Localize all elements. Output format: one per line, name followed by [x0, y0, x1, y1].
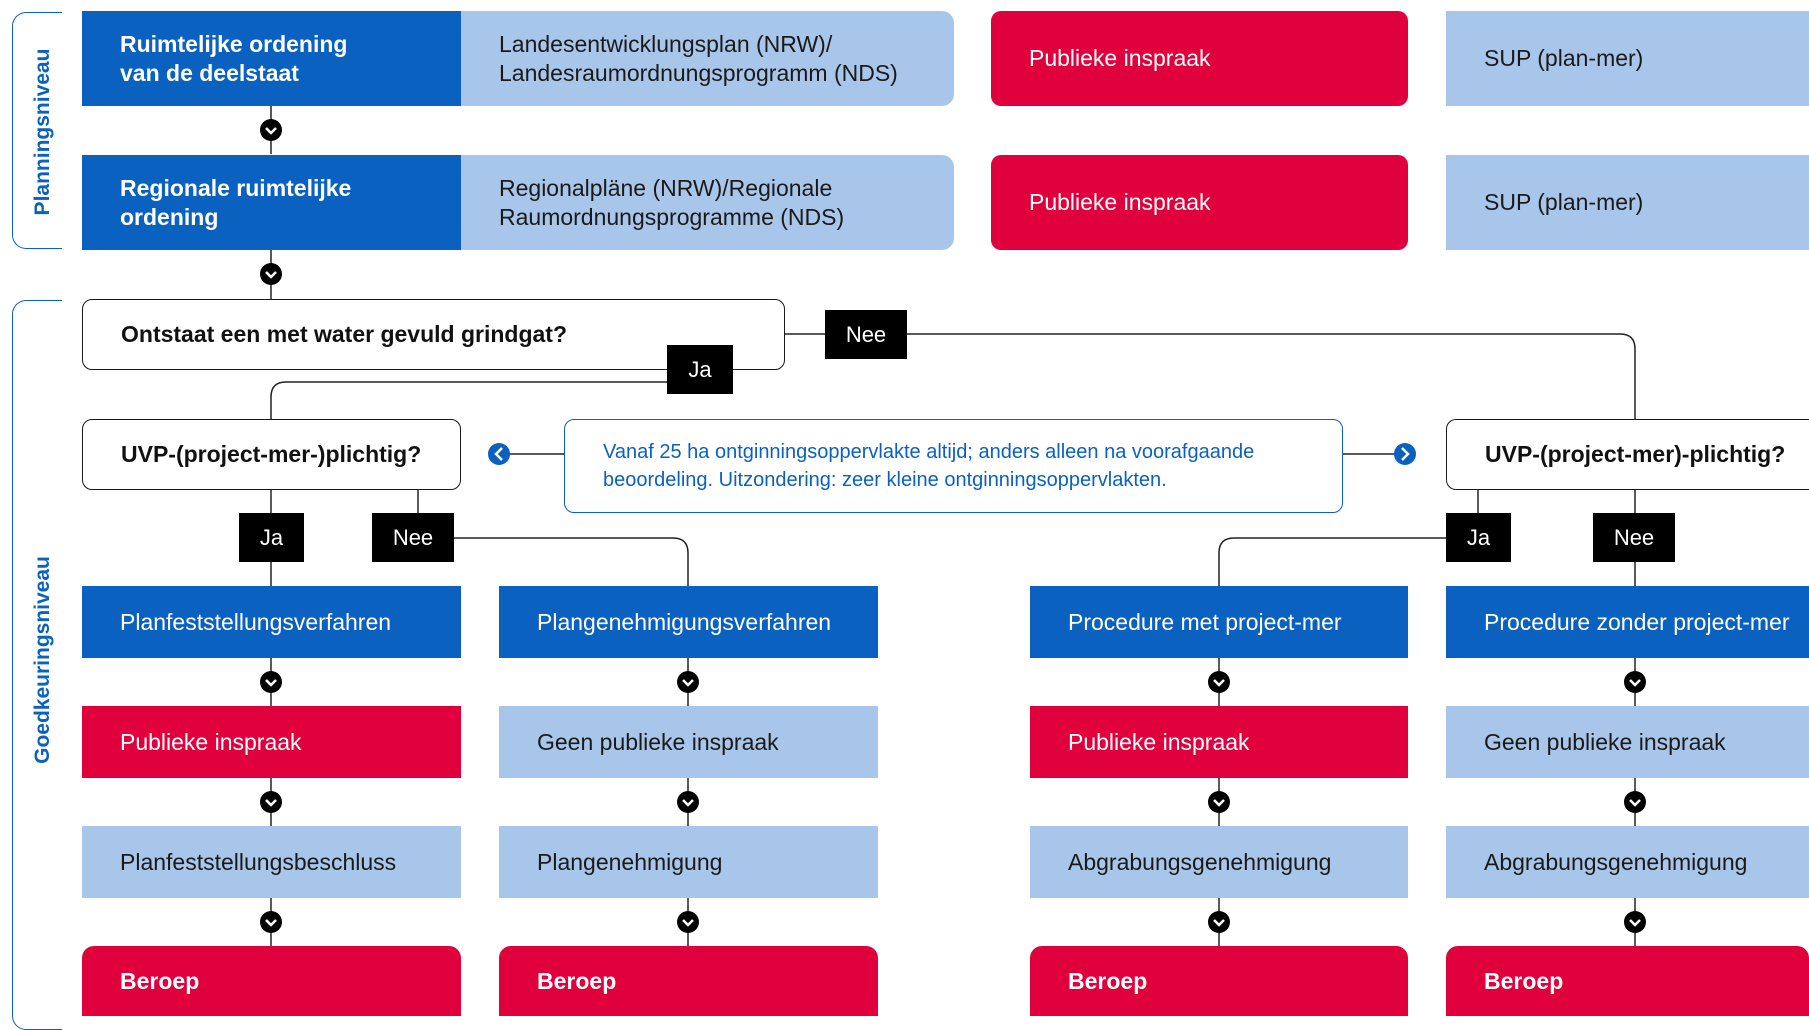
chevron-down-icon: [260, 263, 282, 285]
chevron-down-icon: [1624, 911, 1646, 933]
chevron-down-icon: [1208, 791, 1230, 813]
chevron-down-icon: [1624, 671, 1646, 693]
question-uvp-left: UVP-(project-mer-)plichtig?: [82, 419, 461, 490]
tag-yes-main: Ja: [667, 345, 733, 394]
chevron-down-icon: [260, 671, 282, 693]
planning-plan-state: Landesentwicklungsplan (NRW)/ Landesraum…: [461, 11, 954, 106]
appeal-box: Beroep: [499, 946, 878, 1016]
planning-level-regional: Regionale ruimtelijke ordening: [82, 155, 462, 250]
participation-box: Publieke inspraak: [1030, 706, 1408, 778]
planning-level-label: Planningsniveau: [31, 48, 54, 216]
planning-level-state: Ruimtelijke ordening van de deelstaat: [82, 11, 462, 106]
threshold-note: Vanaf 25 ha ontginningsoppervlakte altij…: [564, 419, 1343, 513]
chevron-down-icon: [677, 671, 699, 693]
planning-assessment-state: SUP (plan-mer): [1446, 11, 1809, 106]
procedure-box: Plangenehmigungsverfahren: [499, 586, 878, 658]
chevron-down-icon: [260, 791, 282, 813]
tag-yes-left: Ja: [239, 513, 304, 562]
appeal-box: Beroep: [1030, 946, 1408, 1016]
appeal-box: Beroep: [82, 946, 461, 1016]
chevron-down-icon: [260, 911, 282, 933]
arrow-right-icon: [1394, 443, 1416, 465]
participation-box: Publieke inspraak: [82, 706, 461, 778]
appeal-box: Beroep: [1446, 946, 1809, 1016]
tag-no-right: Nee: [1593, 513, 1675, 562]
planning-participation-regional: Publieke inspraak: [991, 155, 1408, 250]
tag-yes-right: Ja: [1446, 513, 1511, 562]
chevron-down-icon: [677, 911, 699, 933]
procedure-box: Procedure zonder project-mer: [1446, 586, 1809, 658]
chevron-down-icon: [1624, 791, 1646, 813]
chevron-down-icon: [260, 119, 282, 141]
question-uvp-right: UVP-(project-mer)-plichtig?: [1446, 419, 1809, 490]
arrow-left-icon: [488, 443, 510, 465]
chevron-down-icon: [1208, 911, 1230, 933]
tag-no-left: Nee: [372, 513, 454, 562]
procedure-box: Planfeststellungsverfahren: [82, 586, 461, 658]
participation-box: Geen publieke inspraak: [499, 706, 878, 778]
planning-plan-regional: Regionalpläne (NRW)/Regionale Raumordnun…: [461, 155, 954, 250]
planning-bracket: [12, 12, 62, 249]
planning-participation-state: Publieke inspraak: [991, 11, 1408, 106]
chevron-down-icon: [677, 791, 699, 813]
planning-assessment-regional: SUP (plan-mer): [1446, 155, 1809, 250]
decision-box: Abgrabungsgenehmigung: [1030, 826, 1408, 898]
chevron-down-icon: [1208, 671, 1230, 693]
tag-no-main: Nee: [825, 310, 907, 359]
decision-box: Abgrabungsgenehmigung: [1446, 826, 1809, 898]
approval-level-label: Goedkeuringsniveau: [31, 556, 54, 764]
participation-box: Geen publieke inspraak: [1446, 706, 1809, 778]
decision-box: Plangenehmigung: [499, 826, 878, 898]
procedure-box: Procedure met project-mer: [1030, 586, 1408, 658]
decision-box: Planfeststellungsbeschluss: [82, 826, 461, 898]
